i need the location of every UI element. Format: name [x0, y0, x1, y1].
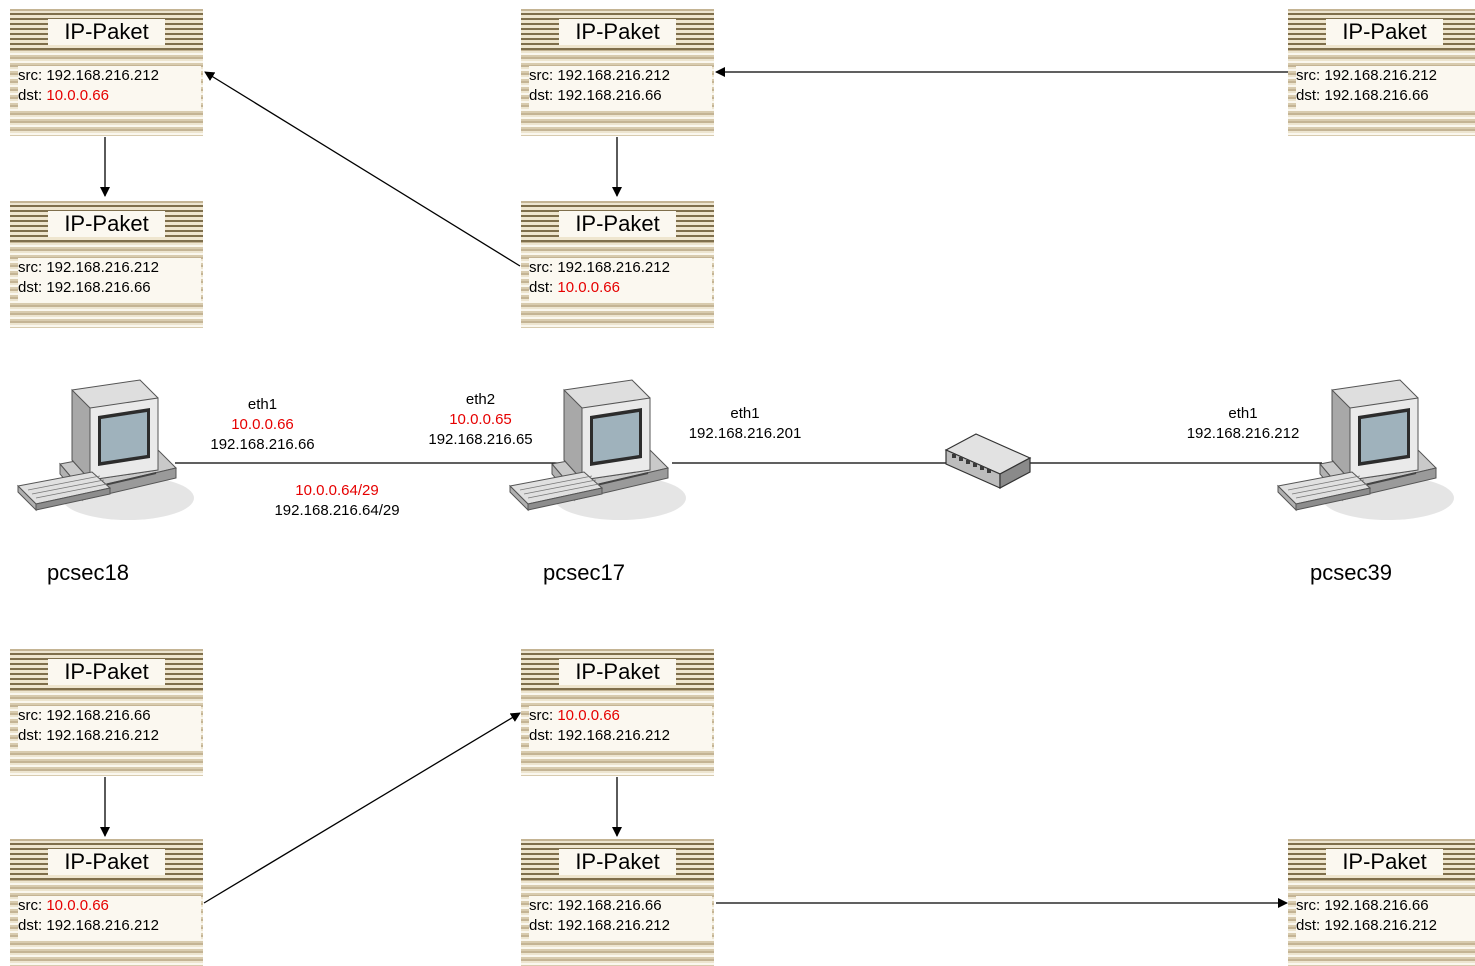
desktop-computer-icon	[508, 379, 686, 520]
network-labels: 10.0.0.64/29 192.168.216.64/29	[262, 481, 412, 521]
interface-ip-alias: 10.0.0.66	[231, 416, 294, 433]
dst-value: 10.0.0.66	[46, 87, 109, 104]
interface-name: eth2	[465, 391, 496, 408]
dst-value: 192.168.216.212	[46, 917, 159, 934]
ip-packet-p8: IP-Paket src: 10.0.0.66 dst: 192.168.216…	[10, 839, 203, 966]
src-value: 192.168.216.212	[557, 67, 670, 84]
src-label: src:	[1296, 897, 1321, 914]
packet-title: IP-Paket	[48, 849, 165, 875]
interface-name: eth1	[247, 396, 278, 413]
desktop-computer-icon	[1276, 379, 1454, 520]
packet-title: IP-Paket	[48, 211, 165, 237]
interface-name: eth1	[1228, 405, 1258, 422]
dst-label: dst:	[529, 917, 554, 934]
src-value: 192.168.216.212	[1324, 67, 1437, 84]
packet-title: IP-Paket	[1326, 849, 1443, 875]
packet-title: IP-Paket	[1326, 19, 1443, 45]
dst-value: 192.168.216.66	[46, 279, 151, 296]
src-value: 10.0.0.66	[557, 707, 620, 724]
dst-label: dst:	[1296, 917, 1321, 934]
host-name-pcsec39: pcsec39	[1310, 560, 1392, 585]
interface-ip: 192.168.216.212	[1186, 425, 1300, 442]
ip-packet-p2: IP-Paket src: 192.168.216.212 dst: 192.1…	[521, 9, 714, 136]
network-alias: 10.0.0.64/29	[295, 482, 379, 499]
ip-packet-p5: IP-Paket src: 192.168.216.212 dst: 192.1…	[10, 201, 203, 328]
src-label: src:	[529, 67, 554, 84]
pcsec17-eth1-labels: eth1 192.168.216.201	[674, 404, 816, 444]
dst-label: dst:	[18, 727, 43, 744]
ip-packet-p6: IP-Paket src: 192.168.216.66 dst: 192.16…	[10, 649, 203, 776]
arrow-p4-to-p1	[204, 71, 521, 267]
src-label: src:	[18, 67, 43, 84]
src-value: 192.168.216.66	[1324, 897, 1429, 914]
src-value: 192.168.216.66	[46, 707, 151, 724]
src-label: src:	[1296, 67, 1321, 84]
interface-ip: 192.168.216.65	[428, 431, 533, 448]
ip-packet-p10: IP-Paket src: 192.168.216.66 dst: 192.16…	[1288, 839, 1475, 966]
packet-title: IP-Paket	[559, 19, 676, 45]
host-name-pcsec18: pcsec18	[47, 560, 129, 585]
ip-packet-p9: IP-Paket src: 192.168.216.66 dst: 192.16…	[521, 839, 714, 966]
dst-value: 192.168.216.212	[46, 727, 159, 744]
interface-ip-alias: 10.0.0.65	[449, 411, 512, 428]
network-switch-icon	[944, 433, 1032, 489]
src-label: src:	[18, 707, 43, 724]
pcsec39-interface-labels: eth1 192.168.216.212	[1172, 404, 1314, 444]
packet-title: IP-Paket	[559, 659, 676, 685]
ip-packet-p1: IP-Paket src: 192.168.216.212 dst: 10.0.…	[10, 9, 203, 136]
dst-label: dst:	[18, 87, 43, 104]
ip-packet-p7: IP-Paket src: 10.0.0.66 dst: 192.168.216…	[521, 649, 714, 776]
dst-value: 192.168.216.66	[557, 87, 662, 104]
dst-value: 192.168.216.212	[1324, 917, 1437, 934]
dst-value: 192.168.216.212	[557, 917, 670, 934]
src-value: 192.168.216.212	[46, 259, 159, 276]
packet-title: IP-Paket	[48, 19, 165, 45]
interface-name: eth1	[730, 405, 760, 422]
src-label: src:	[529, 897, 554, 914]
packet-title: IP-Paket	[559, 211, 676, 237]
dst-label: dst:	[529, 727, 554, 744]
src-label: src:	[18, 897, 43, 914]
ip-packet-p4: IP-Paket src: 192.168.216.212 dst: 10.0.…	[521, 201, 714, 328]
ip-packet-p3: IP-Paket src: 192.168.216.212 dst: 192.1…	[1288, 9, 1475, 136]
src-value: 192.168.216.212	[46, 67, 159, 84]
src-value: 10.0.0.66	[46, 897, 109, 914]
src-label: src:	[529, 259, 554, 276]
src-label: src:	[18, 259, 43, 276]
pcsec17-eth2-labels: eth2 10.0.0.65 192.168.216.65	[413, 390, 548, 450]
dst-label: dst:	[1296, 87, 1321, 104]
dst-label: dst:	[18, 279, 43, 296]
dst-value: 10.0.0.66	[557, 279, 620, 296]
interface-ip: 192.168.216.66	[210, 436, 315, 453]
dst-value: 192.168.216.66	[1324, 87, 1429, 104]
dst-value: 192.168.216.212	[557, 727, 670, 744]
packet-title: IP-Paket	[48, 659, 165, 685]
dst-label: dst:	[18, 917, 43, 934]
packet-title: IP-Paket	[559, 849, 676, 875]
interface-ip: 192.168.216.201	[688, 425, 802, 442]
host-name-pcsec17: pcsec17	[543, 560, 625, 585]
dst-label: dst:	[529, 87, 554, 104]
network-address: 192.168.216.64/29	[274, 502, 400, 519]
desktop-computer-icon	[16, 379, 194, 520]
dst-label: dst:	[529, 279, 554, 296]
src-label: src:	[529, 707, 554, 724]
pcsec18-interface-labels: eth1 10.0.0.66 192.168.216.66	[195, 395, 330, 455]
src-value: 192.168.216.66	[557, 897, 662, 914]
src-value: 192.168.216.212	[557, 259, 670, 276]
arrow-p8-to-p7	[203, 712, 521, 904]
